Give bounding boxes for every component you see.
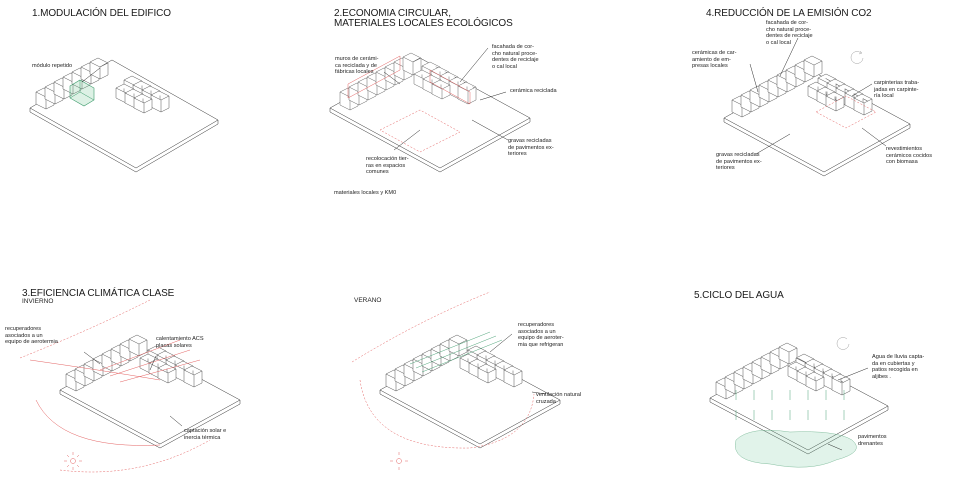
label-muros: muros de cerámi- ca reciclada y de fábri… (335, 56, 379, 76)
panel-title: 5.CICLO DEL AGUA (694, 290, 784, 301)
label-captacion: captación solar e inercia térmica (184, 428, 227, 441)
panel-modulacion: 1.MODULACIÓN DEL EDIFICO módulo repetido (0, 0, 320, 240)
label-fachada: facahada de cor- cho natural proce- dent… (766, 20, 813, 46)
label-materiales: materiales locales y KM0 (334, 190, 397, 196)
label-ceramica: cerámica reciclada (510, 88, 557, 94)
panel-title: 3.EFICIENCIA CLIMÁTICA CLASE (22, 288, 175, 299)
panel-economia: 2.ECONOMIA CIRCULAR, MATERIALES LOCALES … (320, 0, 640, 240)
isometric-building-diagram (29, 57, 219, 173)
panel-reduccion: 4.REDUCCIÓN DE LA EMISIÓN CO2 facahada d… (640, 0, 960, 240)
isometric-building-diagram (329, 47, 531, 173)
label-pavimentos: pavimentos drenantes (858, 434, 887, 447)
label-revestimientos: revestimientos cerámicos cocidos con bio… (886, 146, 933, 166)
label-carpinterias: carpinterias traba- jadas en carpinte- r… (874, 80, 920, 100)
label-agua: Agua de lluvia capta- da en cubiertas y … (872, 354, 925, 380)
panel-subtitle: INVIERNO (22, 298, 54, 305)
isometric-building-diagram (19, 299, 241, 473)
panel-eficiencia-invierno: 3.EFICIENCIA CLIMÁTICA CLASE INVIERNO re… (0, 240, 320, 480)
drainage-area (735, 430, 857, 468)
panel-title-line1: 2.ECONOMIA CIRCULAR, (334, 8, 451, 19)
panel-subtitle: VERANO (354, 297, 382, 304)
panel-title: 1.MODULACIÓN DEL EDIFICO (32, 8, 171, 19)
panel-ciclo-agua: 5.CICLO DEL AGUA Agua de lluvia capta- d… (640, 240, 960, 480)
isometric-building-diagram (351, 291, 561, 470)
panel-title-line2: MATERIALES LOCALES ECOLÓGICOS (334, 18, 513, 29)
label-gravas: gravas recicladas de pavimentos ex- teri… (716, 152, 762, 172)
panel-title: 4.REDUCCIÓN DE LA EMISIÓN CO2 (706, 8, 872, 19)
label-ceramicas: cerámicas de car- amiento de em- presas … (692, 50, 737, 70)
isometric-building-diagram (723, 37, 911, 177)
label-recuperadores: recuperadores asociados a un equipo de a… (5, 326, 58, 346)
label-fachada: facahada de cor- cho natural proce- dent… (492, 44, 539, 70)
label-recuperadores: recuperadores asociados a un equipo de a… (518, 322, 564, 348)
label-modulo: módulo repetido (32, 63, 73, 69)
isometric-building-diagram (709, 337, 889, 468)
label-gravas: gravas recicladas de pavimentos ex- teri… (508, 138, 554, 158)
label-calentamiento: calentamiento ACS placas solares (156, 336, 204, 349)
label-recolocacion: recolocación tier- ras en espacios comun… (366, 156, 409, 176)
panel-eficiencia-verano: VERANO recuperadores asociados a un equi… (320, 240, 640, 480)
label-ventilacion: ventilación natural cruzada (536, 392, 582, 405)
